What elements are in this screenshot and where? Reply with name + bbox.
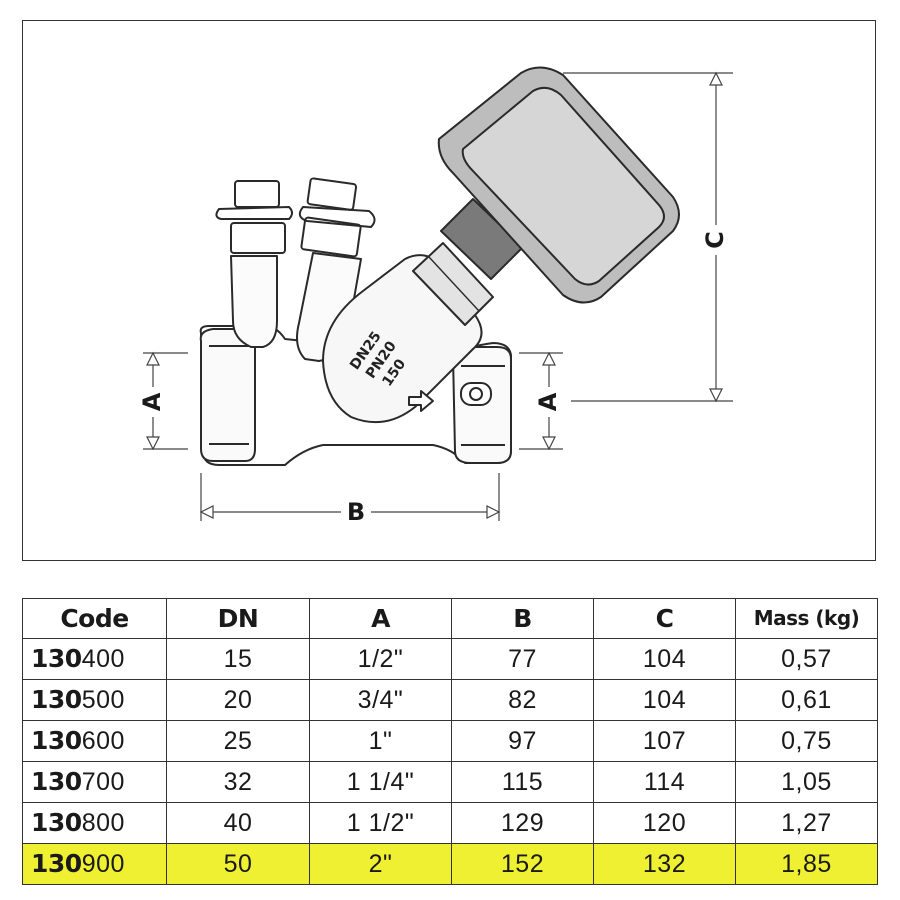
dim-label-a-left: A [138,392,166,411]
right-nut-upper [306,177,358,211]
table-header-row: Code DN A B C Mass (kg) [22,598,878,639]
cell-a: 2" [309,843,452,885]
dim-label-b: B [347,498,365,526]
cell-b: 97 [451,720,594,762]
header-b: B [451,598,594,639]
left-clip [215,206,293,220]
header-dn: DN [166,598,310,639]
cell-b: 115 [451,761,594,803]
spec-table: Code DN A B C Mass (kg) 130400 15 1/2" 7… [22,598,878,885]
cell-dn: 32 [166,761,310,803]
cell-dn: 25 [166,720,310,762]
cell-c: 104 [593,638,736,680]
left-collar [199,328,256,462]
cell-dn: 50 [166,843,310,885]
cell-a: 1" [309,720,452,762]
table-row-highlighted: 130900 50 2" 152 132 1,85 [22,843,878,885]
table-row: 130700 32 1 1/4" 115 114 1,05 [22,761,878,803]
left-port [230,255,278,348]
header-a: A [309,598,452,639]
cell-code: 130700 [22,761,167,803]
table-row: 130500 20 3/4" 82 104 0,61 [22,679,878,721]
header-c: C [593,598,736,639]
cell-a: 3/4" [309,679,452,721]
cell-code: 130800 [22,802,167,844]
cell-mass: 0,61 [735,679,878,721]
header-code: Code [22,598,167,639]
cell-dn: 20 [166,679,310,721]
cell-a: 1/2" [309,638,452,680]
cell-b: 82 [451,679,594,721]
cell-a: 1 1/4" [309,761,452,803]
cell-c: 120 [593,802,736,844]
cell-code: 130600 [22,720,167,762]
left-nut-lower [230,222,286,254]
left-nut-upper [234,180,280,208]
cell-b: 152 [451,843,594,885]
cell-c: 107 [593,720,736,762]
brand-badge-icon [460,382,492,406]
cell-mass: 1,85 [735,843,878,885]
table-row: 130400 15 1/2" 77 104 0,57 [22,638,878,680]
right-clip [298,206,376,228]
cell-code: 130500 [22,679,167,721]
cell-mass: 0,57 [735,638,878,680]
cell-b: 129 [451,802,594,844]
cell-c: 104 [593,679,736,721]
cell-c: 114 [593,761,736,803]
cell-a: 1 1/2" [309,802,452,844]
cell-mass: 1,05 [735,761,878,803]
cell-mass: 0,75 [735,720,878,762]
cell-mass: 1,27 [735,802,878,844]
dim-label-a-right: A [534,392,562,411]
valve-drawing: DN25 PN20 150 [22,20,876,561]
cell-code: 130900 [22,843,167,885]
cell-c: 132 [593,843,736,885]
right-nut-lower [300,216,362,258]
cell-b: 77 [451,638,594,680]
table-row: 130600 25 1" 97 107 0,75 [22,720,878,762]
header-mass: Mass (kg) [735,598,878,639]
cell-code: 130400 [22,638,167,680]
valve-illustration: DN25 PN20 150 [138,66,733,526]
cell-dn: 15 [166,638,310,680]
table-row: 130800 40 1 1/2" 129 120 1,27 [22,802,878,844]
dim-label-c: C [701,231,729,249]
flow-arrow-icon [408,390,434,412]
cell-dn: 40 [166,802,310,844]
